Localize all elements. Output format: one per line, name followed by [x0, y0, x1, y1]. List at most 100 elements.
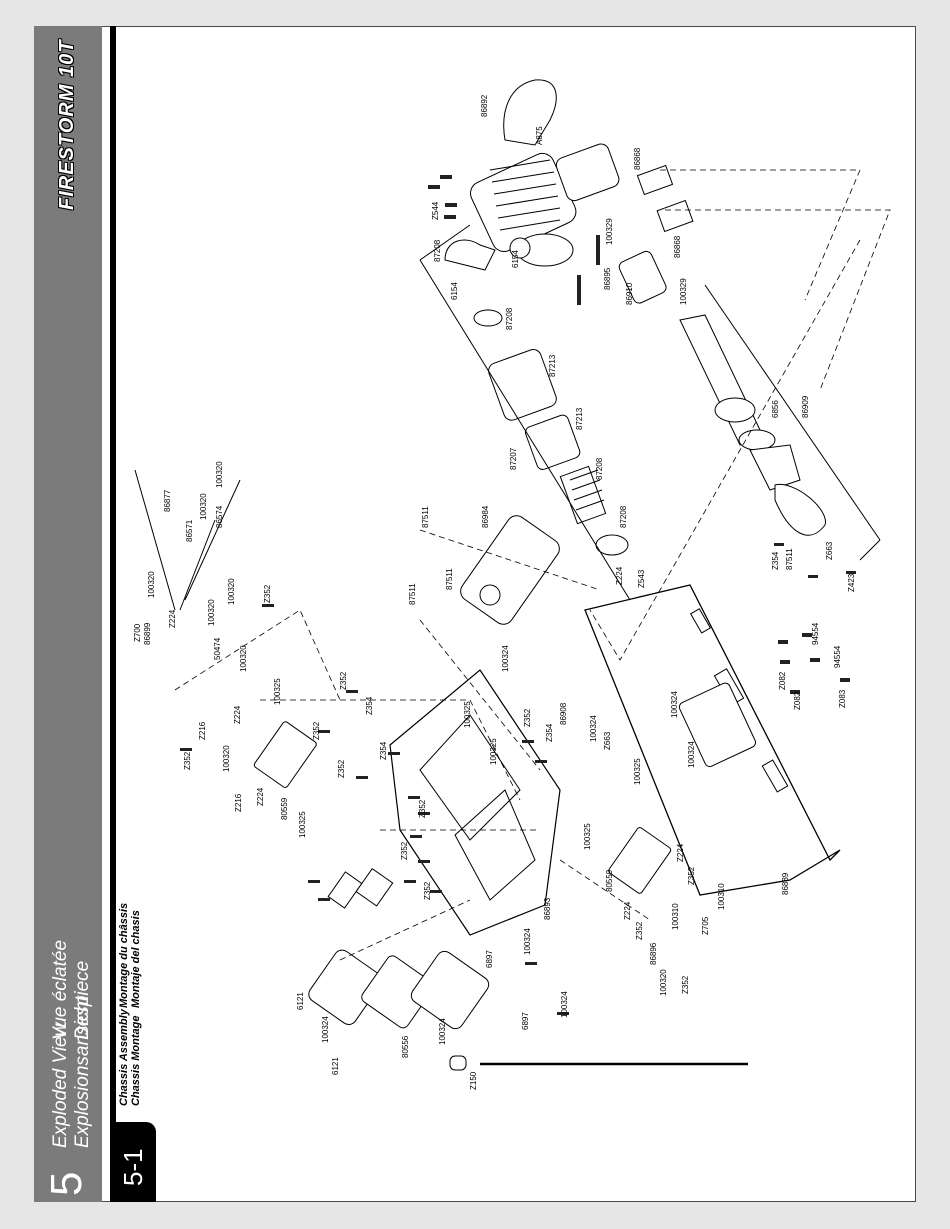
part-100324-b: 100324 [589, 715, 598, 742]
center-diff-mount [678, 682, 757, 767]
air-filter-foam-2 [524, 414, 581, 470]
part-87511-d: 87511 [785, 548, 794, 570]
part-86895: 86895 [603, 267, 612, 290]
plate-slot-3 [761, 759, 789, 793]
part-labels: 86892 A875 86868 Z544 100329 86868 87208… [133, 94, 856, 1090]
part-z352-d: Z352 [312, 721, 321, 740]
part-z354-c: Z354 [545, 723, 554, 742]
part-z082-a: Z082 [778, 671, 787, 690]
steering-servo [253, 721, 317, 788]
part-100320-b: 100320 [199, 493, 208, 520]
part-100324-g: 100324 [321, 1016, 330, 1043]
part-z352-a: Z352 [263, 584, 272, 603]
part-z082-b: Z082 [793, 691, 802, 710]
part-100320-e: 100320 [207, 599, 216, 626]
part-100324-a: 100324 [501, 645, 510, 672]
air-filter-cap [473, 309, 503, 327]
clutch-bell [509, 237, 531, 259]
part-86899: 86899 [143, 622, 152, 645]
part-z224-c: Z224 [233, 705, 242, 724]
part-z544: Z544 [431, 201, 440, 220]
air-filter-element [559, 465, 607, 525]
part-100324-d: 100324 [687, 741, 696, 768]
part-86877: 86877 [163, 489, 172, 512]
part-100310-b: 100310 [717, 883, 726, 910]
part-86909: 86909 [801, 395, 810, 418]
part-100320-g: 100320 [222, 745, 231, 772]
part-6897-a: 6897 [485, 950, 494, 968]
part-87511-a: 87511 [421, 506, 430, 528]
part-z150: Z150 [469, 1071, 478, 1090]
part-6897-b: 6897 [521, 1012, 530, 1030]
part-z224-b: Z224 [615, 566, 624, 585]
part-100329-b: 100329 [679, 278, 688, 305]
part-100320-h: 100320 [659, 969, 668, 996]
part-86868-b: 86868 [673, 235, 682, 258]
engine-assembly [470, 143, 620, 267]
part-86889: 86889 [781, 872, 790, 895]
part-86908: 86908 [559, 702, 568, 725]
part-z224-d: Z224 [256, 787, 265, 806]
engine-mount-2 [656, 199, 694, 233]
part-87511-b: 87511 [445, 568, 454, 590]
part-z354-d: Z354 [379, 741, 388, 760]
throttle-rod [134, 469, 176, 611]
part-100325-f: 100325 [583, 823, 592, 850]
part-z663-a: Z663 [825, 541, 834, 560]
receiver-box [361, 955, 435, 1029]
part-94554-a: 94554 [811, 622, 820, 645]
exhaust-coupler [618, 250, 667, 304]
plate-slot-1 [689, 608, 712, 634]
part-86574: 86574 [215, 505, 224, 528]
part-87511-c: 87511 [408, 583, 417, 605]
antenna-cap [449, 1055, 467, 1071]
fasteners [180, 175, 856, 1015]
part-z224-f: Z224 [623, 901, 632, 920]
assembly-guide-lines [174, 169, 891, 961]
part-z423: Z423 [847, 573, 856, 592]
part-z352-g: Z352 [418, 799, 427, 818]
part-50474: 50474 [213, 637, 222, 660]
part-z352-f: Z352 [337, 759, 346, 778]
part-6856: 6856 [771, 400, 780, 418]
part-z352-h: Z352 [400, 841, 409, 860]
battery-box [410, 950, 490, 1030]
pipe-outlet [774, 484, 826, 536]
part-86868-a: 86868 [633, 147, 642, 170]
part-100325-b: 100325 [463, 701, 472, 728]
part-z352-e: Z352 [183, 751, 192, 770]
part-z083: Z083 [838, 689, 847, 708]
engine-bracket-line [419, 259, 631, 601]
part-100320-c: 100320 [147, 571, 156, 598]
part-100325-e: 100325 [298, 811, 307, 838]
part-6154-b: 6154 [450, 282, 459, 300]
part-z354-b: Z354 [365, 696, 374, 715]
exhaust-header [444, 239, 496, 271]
part-6154-a: 6154 [511, 250, 520, 268]
part-87208-a: 87208 [433, 239, 442, 262]
part-z352-j: Z352 [687, 866, 696, 885]
part-z216-a: Z216 [198, 721, 207, 740]
engine-mount-1 [636, 164, 674, 196]
part-86984: 86984 [481, 505, 490, 528]
part-87213-a: 87213 [548, 354, 557, 377]
part-a875: A875 [535, 126, 544, 145]
part-z352-l: Z352 [681, 975, 690, 994]
air-filter-foam-1 [488, 348, 557, 421]
part-87207: 87207 [509, 447, 518, 470]
part-87208-d: 87208 [619, 505, 628, 528]
part-z352-b: Z352 [339, 671, 348, 690]
part-6121-a: 6121 [296, 992, 305, 1010]
part-100324-f: 100324 [560, 991, 569, 1018]
part-100310-a: 100310 [671, 903, 680, 930]
part-6121-b: 6121 [331, 1057, 340, 1075]
fuel-tank-cap [479, 584, 501, 606]
brake-rod [184, 479, 241, 601]
part-86892: 86892 [480, 94, 489, 117]
part-z663-b: Z663 [603, 731, 612, 750]
part-80559-a: 80559 [280, 797, 289, 820]
part-86896: 86896 [649, 942, 658, 965]
part-80556: 80556 [401, 1035, 410, 1058]
part-87208-c: 87208 [595, 457, 604, 480]
